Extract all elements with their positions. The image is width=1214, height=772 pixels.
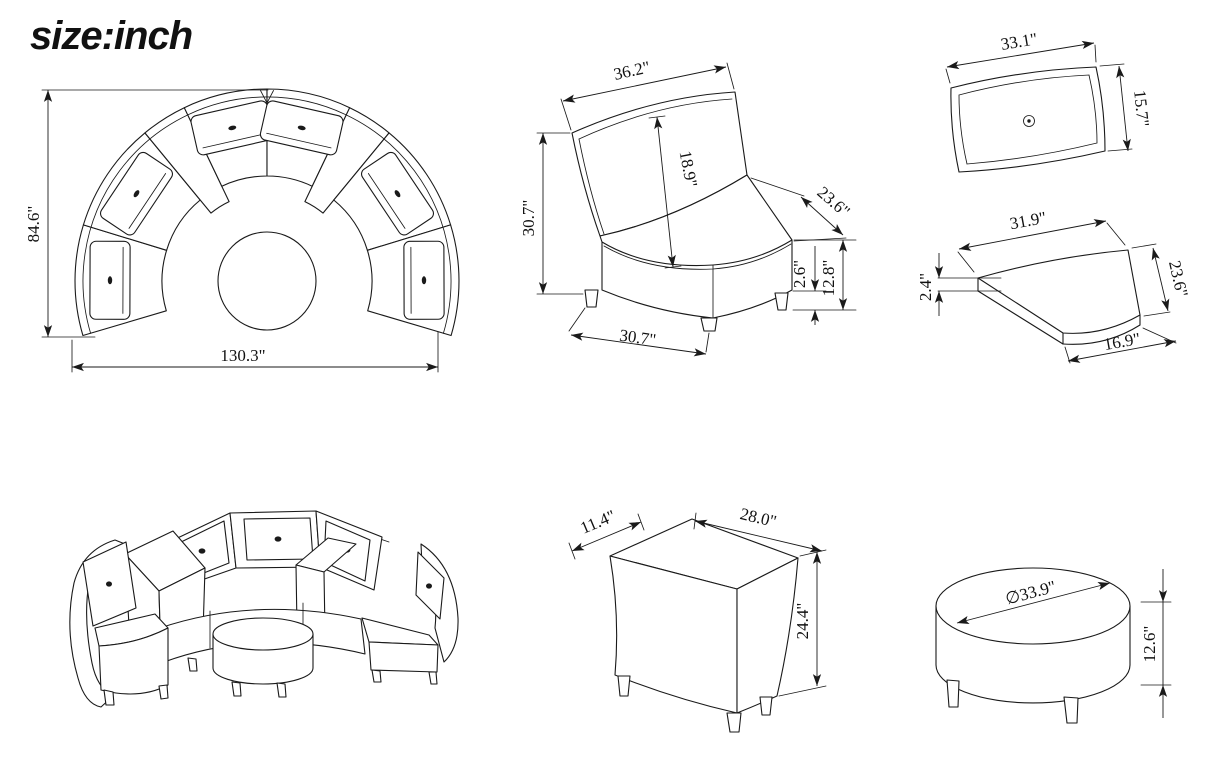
wedge-table-outline	[609, 518, 799, 733]
seat-cushion-top	[360, 151, 435, 236]
dim-leg-height-label: 2.6"	[790, 260, 809, 288]
sofa-set-3d-diagram	[69, 510, 459, 708]
dim-seat-height-label: 12.8"	[819, 260, 838, 297]
seat-cushion-top	[259, 100, 344, 156]
sofa-top-view-diagram: 84.6" 130.3"	[24, 88, 460, 373]
sofa-set-outline	[69, 510, 459, 708]
dim-cushion-depth-label: 23.6"	[1165, 259, 1192, 299]
dim-cushion-width-label: 33.1"	[999, 29, 1038, 54]
armless-section-dimensions: 36.2" 18.9" 30.7" 23.6" 2.6" 12.8" 30.	[519, 57, 857, 357]
dim-back-width-label: 36.2"	[612, 57, 652, 83]
back-cushion-outline	[950, 66, 1106, 173]
back-cushion-diagram: 33.1" 15.7"	[945, 29, 1153, 173]
dim-cushion-height-label: 15.7"	[1130, 89, 1153, 127]
wedge-table-diagram: 11.4" 28.0" 24.4"	[568, 504, 827, 733]
dim-seat-depth-label: 23.6"	[814, 183, 854, 221]
seat-cushion-top	[89, 240, 131, 320]
dim-ottoman-height-label: 12.6"	[1140, 626, 1159, 663]
seat-cushion-outline	[977, 249, 1141, 345]
seat-cushion-top	[190, 100, 275, 156]
ottoman-diagram: ∅33.9" 12.6"	[935, 567, 1172, 724]
armless-section-diagram: 36.2" 18.9" 30.7" 23.6" 2.6" 12.8" 30.	[519, 57, 857, 357]
seat-cushion-top	[403, 240, 445, 320]
dim-overall-height-label: 30.7"	[519, 200, 538, 237]
dim-thickness-label: 2.4"	[916, 273, 935, 301]
seat-cushion-diagram: 31.9" 23.6" 2.4" 16.9"	[916, 208, 1192, 364]
seat-cushion-top	[99, 151, 174, 236]
dim-outer-width-label: 31.9"	[1008, 208, 1048, 233]
dim-table-length-label: 28.0"	[738, 504, 778, 531]
dim-table-height-label: 24.4"	[793, 603, 812, 640]
sofa-top-outline	[74, 88, 460, 337]
dim-table-top-width-label: 11.4"	[578, 506, 619, 538]
right-end-chair	[361, 543, 459, 685]
dim-overall-width-label: 130.3"	[220, 346, 265, 365]
sofa-top-dimensions: 84.6" 130.3"	[24, 89, 439, 373]
left-end-chair	[69, 539, 169, 708]
page-title: size:inch	[30, 14, 193, 58]
armless-section-outline	[571, 91, 793, 332]
dim-front-width-label: 30.7"	[618, 326, 657, 350]
dim-inner-width-label: 16.9"	[1102, 329, 1141, 354]
dim-overall-depth-label: 84.6"	[24, 206, 43, 243]
center-ottoman-top	[217, 231, 317, 331]
cushion-button	[1023, 115, 1035, 127]
center-ottoman-3d	[212, 617, 314, 698]
